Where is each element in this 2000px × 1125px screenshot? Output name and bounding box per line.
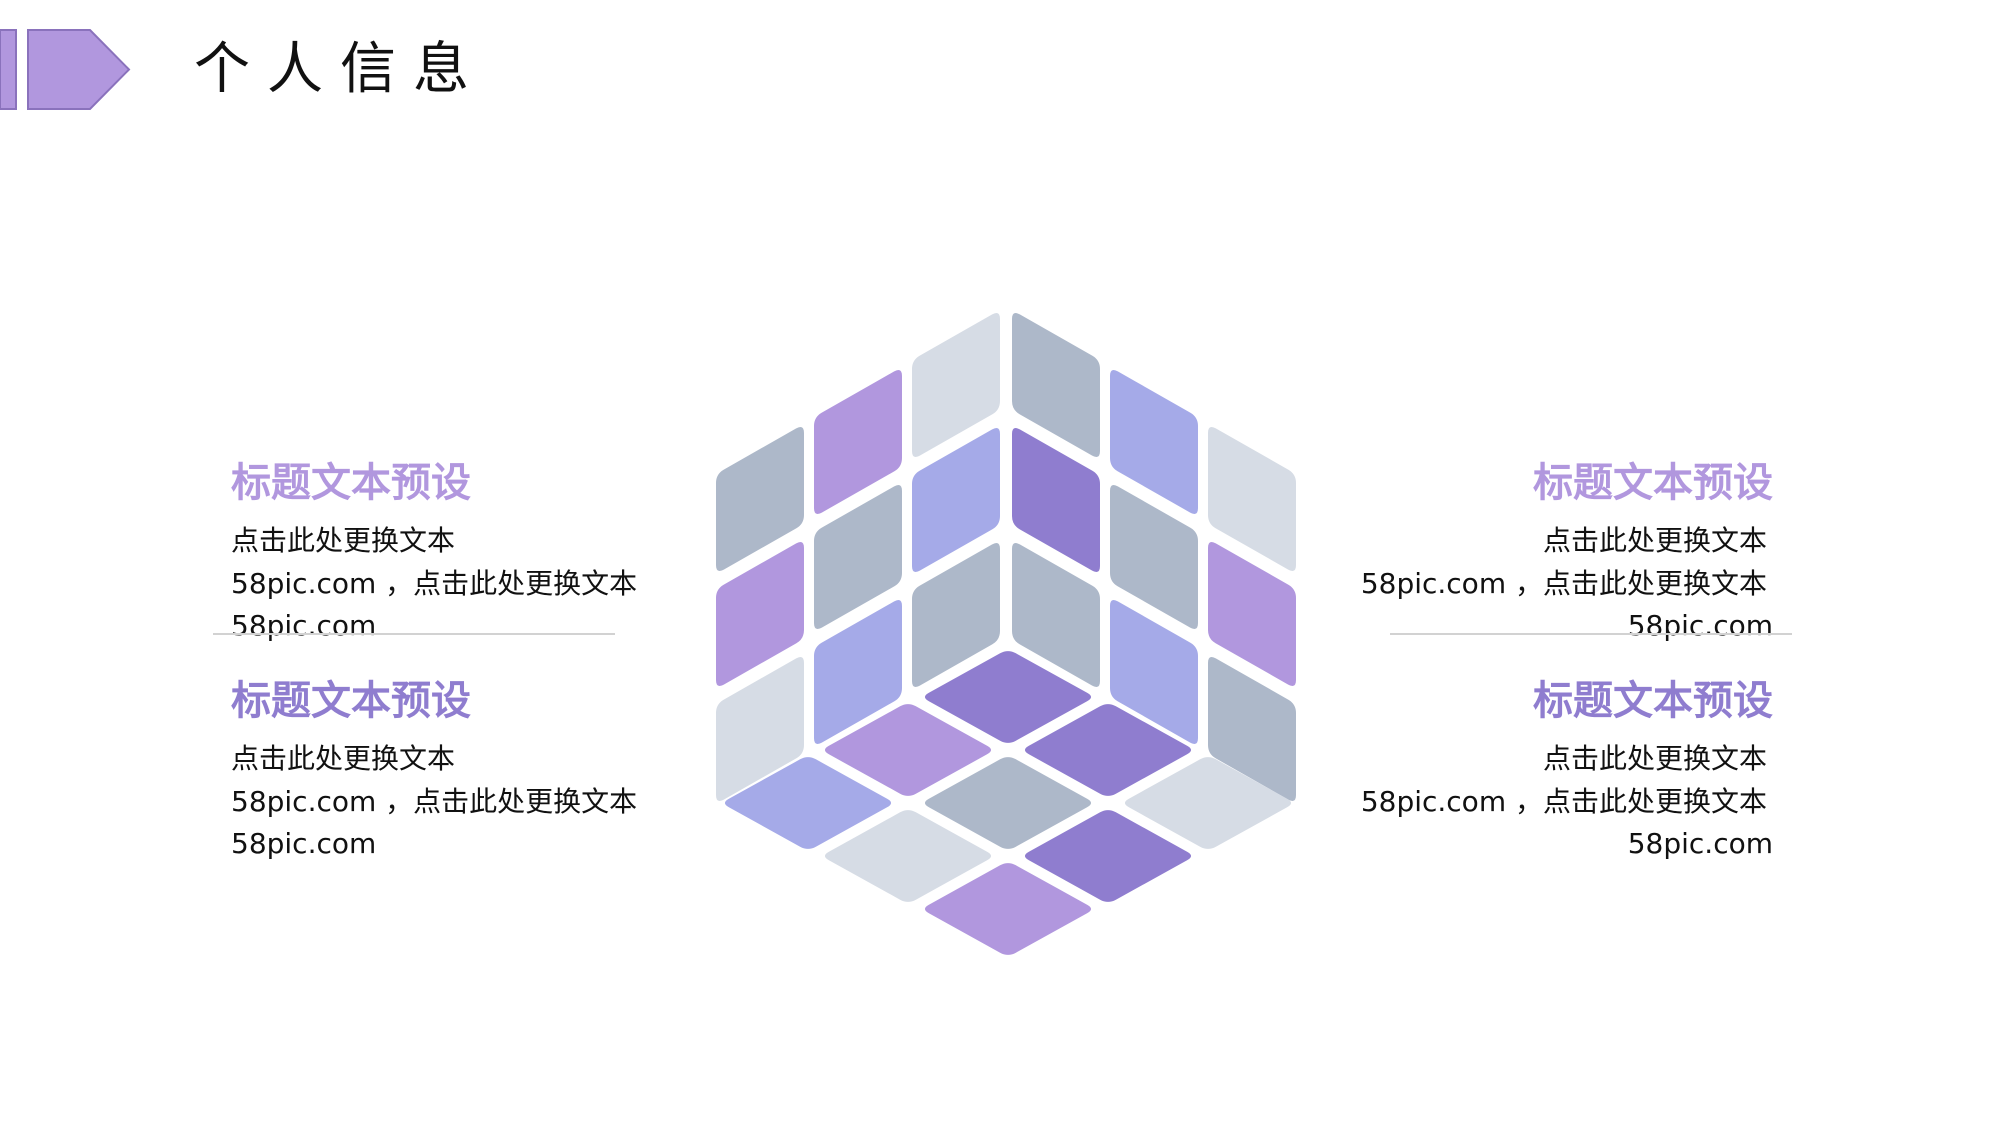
cube-tile-right [1208,541,1296,687]
divider-left [213,633,615,635]
info-block-top-right: 标题文本预设 点击此处更换文本 58pic.com ，点击此处更换文本 58pi… [1293,458,1773,648]
cube-tile-right [1208,426,1296,572]
info-line: 58pic.com [231,827,377,860]
info-body: 点击此处更换文本 58pic.com ，点击此处更换文本 58pic.com [1293,520,1773,648]
cube-tile-bottom [724,757,892,849]
info-line: 58pic.com ，点击此处更换文本 [231,784,638,818]
info-line: 点击此处更换文本 [1542,742,1767,775]
header-arrow-shape [27,29,131,110]
info-title: 标题文本预设 [231,678,471,724]
cube-tile-left [912,312,1000,458]
cube-tile-right [1110,599,1198,745]
cube-tile-bottom [924,757,1092,849]
info-line: 58pic.com [1627,609,1773,642]
divider-right [1390,633,1792,635]
info-body: 点击此处更换文本 58pic.com ，点击此处更换文本 58pic.com [231,520,711,648]
info-title: 标题文本预设 [1533,460,1773,506]
cube-tile-left [716,426,804,572]
cube-tile-right [1110,484,1198,630]
header-bar-shape [0,29,17,110]
cube-tile-left [912,542,1000,688]
info-line: 58pic.com [231,609,377,642]
cube-tile-left [814,484,902,630]
cube-tile-left [814,599,902,745]
info-body: 点击此处更换文本 58pic.com ，点击此处更换文本 58pic.com [1293,738,1773,866]
info-line: 58pic.com ，点击此处更换文本 [1360,566,1767,600]
info-title: 标题文本预设 [231,460,471,506]
info-line: 点击此处更换文本 [1542,524,1767,557]
cube-tile-bottom [924,651,1092,743]
cube-tile-right [1012,542,1100,688]
info-line: 58pic.com ，点击此处更换文本 [231,566,638,600]
cube-tile-right [1012,427,1100,573]
info-line: 58pic.com [1627,827,1773,860]
info-line: 点击此处更换文本 [231,742,456,775]
pentagon-arrow-icon [0,29,131,110]
cube-tile-left [716,541,804,687]
cube-tile-right [1208,656,1296,802]
cube-tile-right [1110,369,1198,515]
cube-tile-right [1012,312,1100,458]
cube-tile-left [716,656,804,802]
info-title: 标题文本预设 [1533,678,1773,724]
cube-tile-bottom [1124,757,1292,849]
info-body: 点击此处更换文本 58pic.com ，点击此处更换文本 58pic.com [231,738,711,866]
cube-tile-bottom [1024,704,1192,796]
cube-tile-left [814,369,902,515]
cube-tile-bottom [1024,810,1192,902]
cube-tile-bottom [824,810,992,902]
cube-tile-bottom [924,863,1092,955]
page-title: 个人信息 [194,37,486,102]
cube-tile-left [912,427,1000,573]
info-block-bottom-left: 标题文本预设 点击此处更换文本 58pic.com ，点击此处更换文本 58pi… [231,676,711,866]
info-block-bottom-right: 标题文本预设 点击此处更换文本 58pic.com ，点击此处更换文本 58pi… [1293,676,1773,866]
info-line: 点击此处更换文本 [231,524,456,557]
cube-tile-bottom [824,704,992,796]
info-block-top-left: 标题文本预设 点击此处更换文本 58pic.com ，点击此处更换文本 58pi… [231,458,711,648]
info-line: 58pic.com ，点击此处更换文本 [1360,784,1767,818]
